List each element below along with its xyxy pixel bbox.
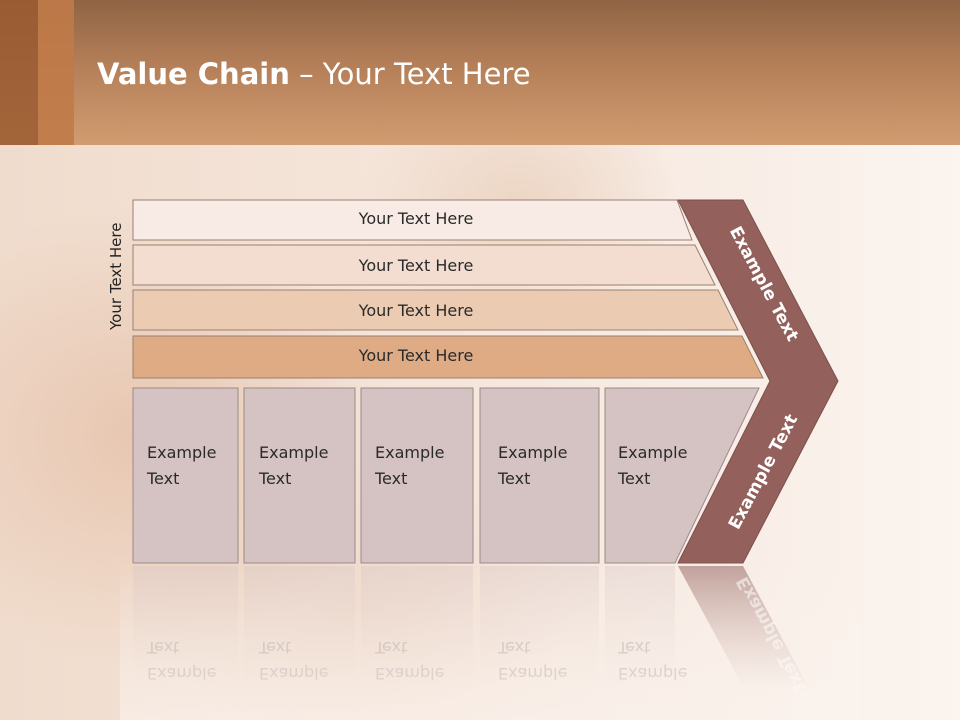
slide-title[interactable]: Value Chain – Your Text Here xyxy=(97,52,531,96)
band-2[interactable] xyxy=(132,244,716,286)
band-3[interactable] xyxy=(132,289,739,331)
band-label-3: Your Text Here xyxy=(358,301,474,320)
box-label-5: Example Text xyxy=(618,440,718,492)
box-label-4: Example Text xyxy=(498,440,598,492)
title-rest: – Your Text Here xyxy=(289,57,531,91)
activity-box-3[interactable] xyxy=(360,387,474,564)
box-label-3: Example Text xyxy=(375,440,475,492)
accent-stripe xyxy=(38,0,74,145)
box-label-line: Text xyxy=(375,469,408,488)
band-label-1: Your Text Here xyxy=(358,209,474,228)
box-label-line: Example xyxy=(375,443,445,462)
box-label-line: Example xyxy=(498,443,568,462)
accent-stripe xyxy=(0,0,38,145)
box-label-line: Text xyxy=(498,469,531,488)
band-4[interactable] xyxy=(132,335,764,379)
box-label-line: Text xyxy=(259,469,292,488)
box-label-2: Example Text xyxy=(259,440,359,492)
activity-box-2[interactable] xyxy=(243,387,356,564)
box-label-line: Example xyxy=(618,443,688,462)
title-bold: Value Chain xyxy=(97,57,290,91)
activity-box-4[interactable] xyxy=(479,387,600,564)
band-label-2: Your Text Here xyxy=(358,256,474,275)
box-label-line: Text xyxy=(618,469,651,488)
band-1[interactable] xyxy=(132,199,693,241)
box-label-line: Example xyxy=(259,443,329,462)
activity-box-1[interactable] xyxy=(132,387,239,564)
box-label-line: Text xyxy=(147,469,180,488)
box-label-1: Example Text xyxy=(147,440,247,492)
band-label-4: Your Text Here xyxy=(358,346,474,365)
title-bar: Value Chain – Your Text Here xyxy=(0,0,960,145)
reflection-fade xyxy=(120,560,860,720)
box-label-line: Example xyxy=(147,443,217,462)
